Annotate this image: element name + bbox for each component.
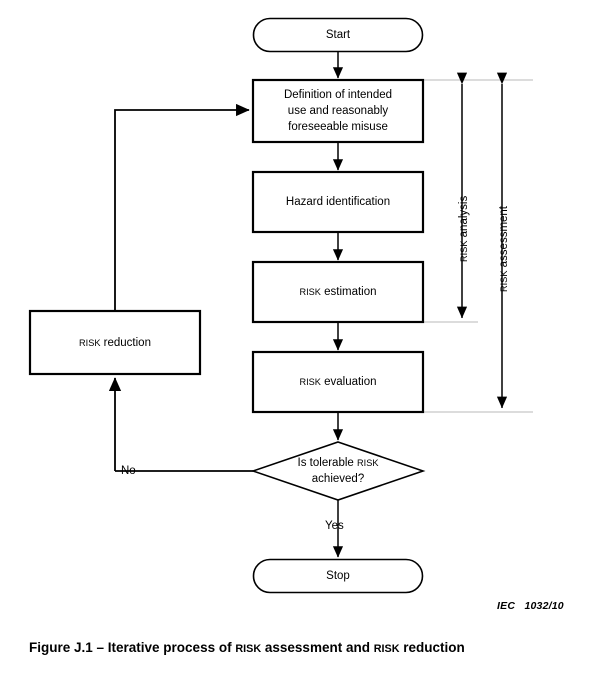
bracket-label-risk-analysis: RISK analysis	[458, 196, 470, 262]
risk-smallcaps: RISK	[235, 643, 262, 655]
risk-smallcaps: RISK	[499, 270, 509, 292]
iec-reference: IEC 1032/10	[497, 600, 564, 612]
risk-smallcaps: RISK	[459, 240, 469, 262]
figure-caption: Figure J.1 – Iterative process of RISK a…	[29, 640, 589, 655]
risk-assessment-rest: assessment	[498, 205, 510, 271]
node-risk-estimation	[251, 260, 425, 324]
node-risk-reduction	[28, 309, 202, 376]
edge-decision-no-to-risk-reduction	[108, 377, 253, 472]
caption-suffix: reduction	[399, 640, 465, 655]
edge-label-yes: Yes	[325, 520, 344, 532]
node-decision	[250, 441, 426, 501]
node-risk-evaluation	[251, 350, 425, 414]
caption-mid: assessment and	[261, 640, 374, 655]
node-start	[252, 17, 424, 53]
risk-analysis-rest: analysis	[458, 195, 470, 241]
guide-lines	[423, 79, 533, 413]
node-stop	[252, 558, 424, 594]
node-definition	[251, 78, 425, 144]
edge-label-no: No	[121, 465, 136, 477]
risk-smallcaps: RISK	[373, 643, 400, 655]
caption-prefix: Figure J.1 – Iterative process of	[29, 640, 236, 655]
node-hazard-identification	[251, 170, 425, 234]
bracket-label-risk-assessment: RISK assessment	[498, 206, 510, 292]
edge-risk-reduction-to-definition	[114, 103, 250, 311]
